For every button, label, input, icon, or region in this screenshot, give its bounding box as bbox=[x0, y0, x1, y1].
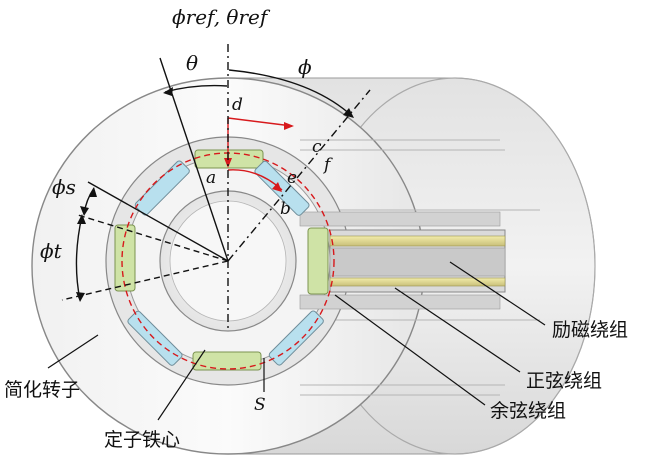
coil-left bbox=[114, 224, 136, 292]
point-c-label: c bbox=[312, 137, 322, 157]
body-grooves bbox=[300, 139, 540, 396]
phi-t-arc bbox=[75, 215, 83, 301]
point-f-label: f bbox=[322, 155, 333, 175]
point-b-label: b bbox=[280, 199, 291, 219]
stator-core-label: 定子铁心 bbox=[104, 429, 180, 451]
theta-label: θ bbox=[186, 51, 198, 75]
phi-s-label: ϕs bbox=[52, 175, 76, 199]
surface-S-label: S bbox=[254, 395, 266, 415]
path-arrows bbox=[224, 122, 294, 192]
cosine-winding-label: 余弦绕组 bbox=[490, 400, 566, 422]
coil-lower-left bbox=[127, 310, 183, 366]
arc-arrowheads bbox=[76, 87, 354, 302]
ref-axis-label: ϕref, θref bbox=[172, 5, 271, 29]
coil-bottom bbox=[192, 351, 262, 371]
simplified-rotor-label: 简化转子 bbox=[4, 379, 80, 401]
phi-arc bbox=[228, 69, 353, 117]
phi-label: ϕ bbox=[298, 55, 312, 79]
sine-winding-label: 正弦绕组 bbox=[526, 370, 602, 392]
phi-t-label: ϕt bbox=[40, 239, 63, 263]
callout-labels: 励磁绕组 正弦绕组 余弦绕组 简化转子 定子铁心 bbox=[4, 319, 628, 451]
leader-lines bbox=[47, 261, 546, 421]
coil-lower-right bbox=[268, 310, 324, 366]
symbol-labels: ϕref, θref θ ϕ ϕs ϕt a b c d e f S bbox=[40, 5, 333, 415]
coil-right bbox=[307, 227, 329, 295]
coil-upper-right bbox=[254, 160, 310, 216]
winding-rods bbox=[299, 211, 506, 310]
point-a-label: a bbox=[206, 168, 216, 188]
point-d-label: d bbox=[232, 95, 243, 115]
point-e-label: e bbox=[287, 168, 297, 188]
excitation-winding-label: 励磁绕组 bbox=[552, 319, 628, 341]
